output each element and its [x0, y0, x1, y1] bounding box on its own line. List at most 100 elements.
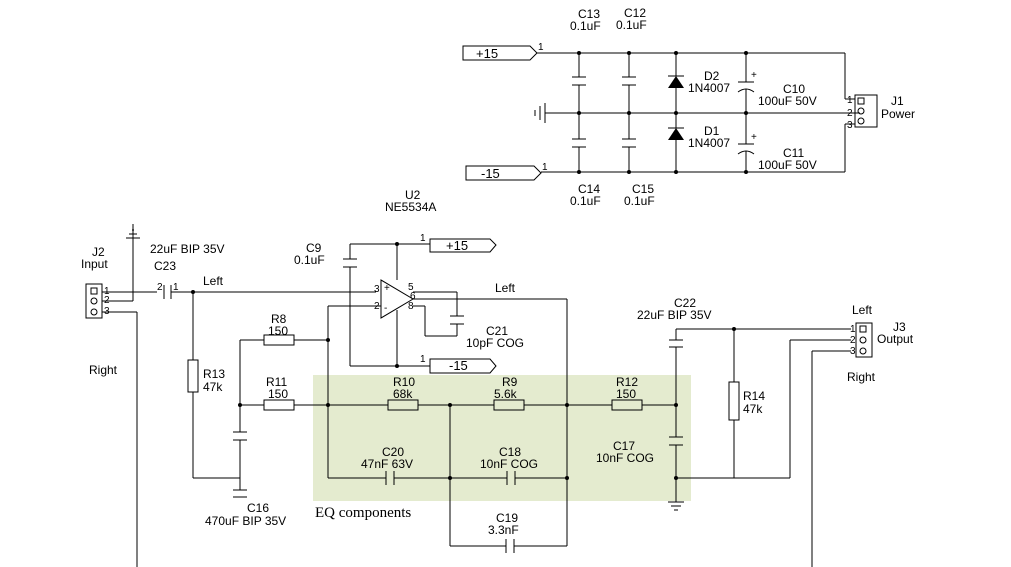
- opamp-port-minus15: [429, 358, 497, 374]
- svg-text:1: 1: [173, 282, 179, 293]
- svg-text:6: 6: [410, 291, 416, 302]
- r14-value: 47k: [743, 402, 763, 416]
- power-section: +15 1 -15 1: [462, 6, 915, 208]
- r11-ref: R11: [266, 375, 287, 389]
- ground-icon: [534, 103, 546, 123]
- svg-text:3: 3: [850, 346, 856, 357]
- c19-value: 3.3nF: [488, 523, 519, 537]
- r9-value: 5.6k: [494, 387, 518, 401]
- svg-text:1: 1: [420, 233, 426, 244]
- u2-value: NE5534A: [385, 200, 436, 214]
- c16-capacitor: [233, 431, 247, 441]
- svg-text:-: -: [384, 303, 387, 314]
- svg-text:1: 1: [538, 42, 544, 53]
- c9-ref: C9: [306, 241, 322, 255]
- r8-ref: R8: [271, 312, 287, 326]
- c11-electrolytic: +: [737, 113, 757, 172]
- c12-value: 0.1uF: [616, 18, 647, 32]
- c15-ref: C15: [632, 182, 654, 196]
- svg-text:+: +: [751, 70, 757, 81]
- u2-ref: U2: [405, 188, 421, 202]
- j1-value: Power: [881, 107, 915, 121]
- c18-ref: C18: [499, 445, 521, 459]
- r13-resistor: [187, 359, 199, 393]
- c9-capacitor: [343, 258, 357, 268]
- c14-ref: C14: [578, 182, 600, 196]
- ground-icon: [668, 501, 684, 511]
- opamp-left-label: Left: [495, 281, 516, 295]
- c13-ref: C13: [578, 7, 600, 21]
- c11-ref: C11: [783, 146, 804, 160]
- c23-value: 22uF BIP 35V: [150, 242, 225, 256]
- c19-ref: C19: [496, 511, 518, 525]
- eq-components-title: EQ components: [315, 505, 411, 521]
- svg-text:8: 8: [408, 301, 414, 312]
- svg-text:+: +: [751, 132, 757, 143]
- j2-ref: J2: [92, 245, 105, 259]
- svg-text:1: 1: [542, 162, 548, 173]
- c17-value: 10nF COG: [596, 451, 654, 465]
- svg-text:5: 5: [408, 282, 414, 293]
- c10-electrolytic: +: [737, 53, 757, 113]
- r10-value: 68k: [393, 387, 413, 401]
- c21-capacitor: [450, 315, 464, 325]
- d2-value: 1N4007: [688, 81, 730, 95]
- c13-value: 0.1uF: [570, 19, 601, 33]
- c22-value: 22uF BIP 35V: [637, 308, 712, 322]
- r11-value: 150: [268, 387, 288, 401]
- r12-value: 150: [616, 387, 636, 401]
- r12-ref: R12: [616, 375, 638, 389]
- j3-value: Output: [877, 332, 914, 346]
- j3-left-label: Left: [852, 303, 873, 317]
- d1-diode: [668, 113, 684, 172]
- d2-ref: D2: [704, 69, 720, 83]
- c20-value: 47nF 63V: [361, 457, 413, 471]
- input-section: J2 Input 1 2 3 22uF BIP 35V C23 2 1: [81, 224, 376, 567]
- c12-ref: C12: [624, 6, 646, 20]
- power-junctions: [577, 51, 748, 174]
- j3-ref: J3: [893, 320, 906, 334]
- port-minus15: [465, 165, 542, 181]
- eq-components-box: [313, 375, 691, 501]
- svg-text:2: 2: [850, 335, 856, 346]
- c23-ref: C23: [154, 259, 176, 273]
- c13-capacitor: [572, 53, 586, 113]
- svg-text:3: 3: [847, 120, 853, 131]
- d2-diode: [668, 53, 684, 113]
- svg-text:1: 1: [420, 354, 426, 365]
- j3-output-connector: 1 2 3: [850, 322, 873, 358]
- c22-capacitor: [669, 339, 683, 348]
- svg-text:1: 1: [850, 324, 856, 335]
- j3-right-label: Right: [847, 370, 876, 384]
- ground-icon: [126, 224, 140, 239]
- svg-text:3: 3: [374, 284, 380, 295]
- d1-value: 1N4007: [688, 136, 730, 150]
- port-plus15: [462, 45, 538, 61]
- c12-capacitor: [622, 53, 636, 113]
- c22-ref: C22: [674, 296, 696, 310]
- c21-ref: C21: [486, 324, 508, 338]
- r11-resistor: [263, 399, 295, 411]
- c11-value: 100uF 50V: [758, 158, 817, 172]
- r9-ref: R9: [502, 375, 518, 389]
- c19-capacitor: [505, 539, 515, 553]
- c10-value: 100uF 50V: [758, 94, 817, 108]
- c18-value: 10nF COG: [480, 457, 538, 471]
- svg-text:1: 1: [847, 95, 853, 106]
- j1-power-connector: 1 2 3: [847, 94, 878, 131]
- u2-opamp: [380, 279, 414, 319]
- svg-text:+: +: [384, 283, 390, 294]
- svg-text:2: 2: [847, 108, 853, 119]
- c16-ref: C16: [247, 501, 269, 515]
- r13-ref: R13: [203, 367, 225, 381]
- opamp-port-plus15: [429, 238, 497, 253]
- c9-value: 0.1uF: [294, 253, 325, 267]
- port-minus15-label: -15: [481, 166, 500, 181]
- r14-resistor: [728, 381, 740, 421]
- net-right-label: Right: [89, 363, 118, 377]
- port-plus15-label: +15: [476, 46, 498, 61]
- r13-value: 47k: [203, 380, 223, 394]
- c20-ref: C20: [382, 445, 404, 459]
- c16-value: 470uF BIP 35V: [205, 514, 286, 528]
